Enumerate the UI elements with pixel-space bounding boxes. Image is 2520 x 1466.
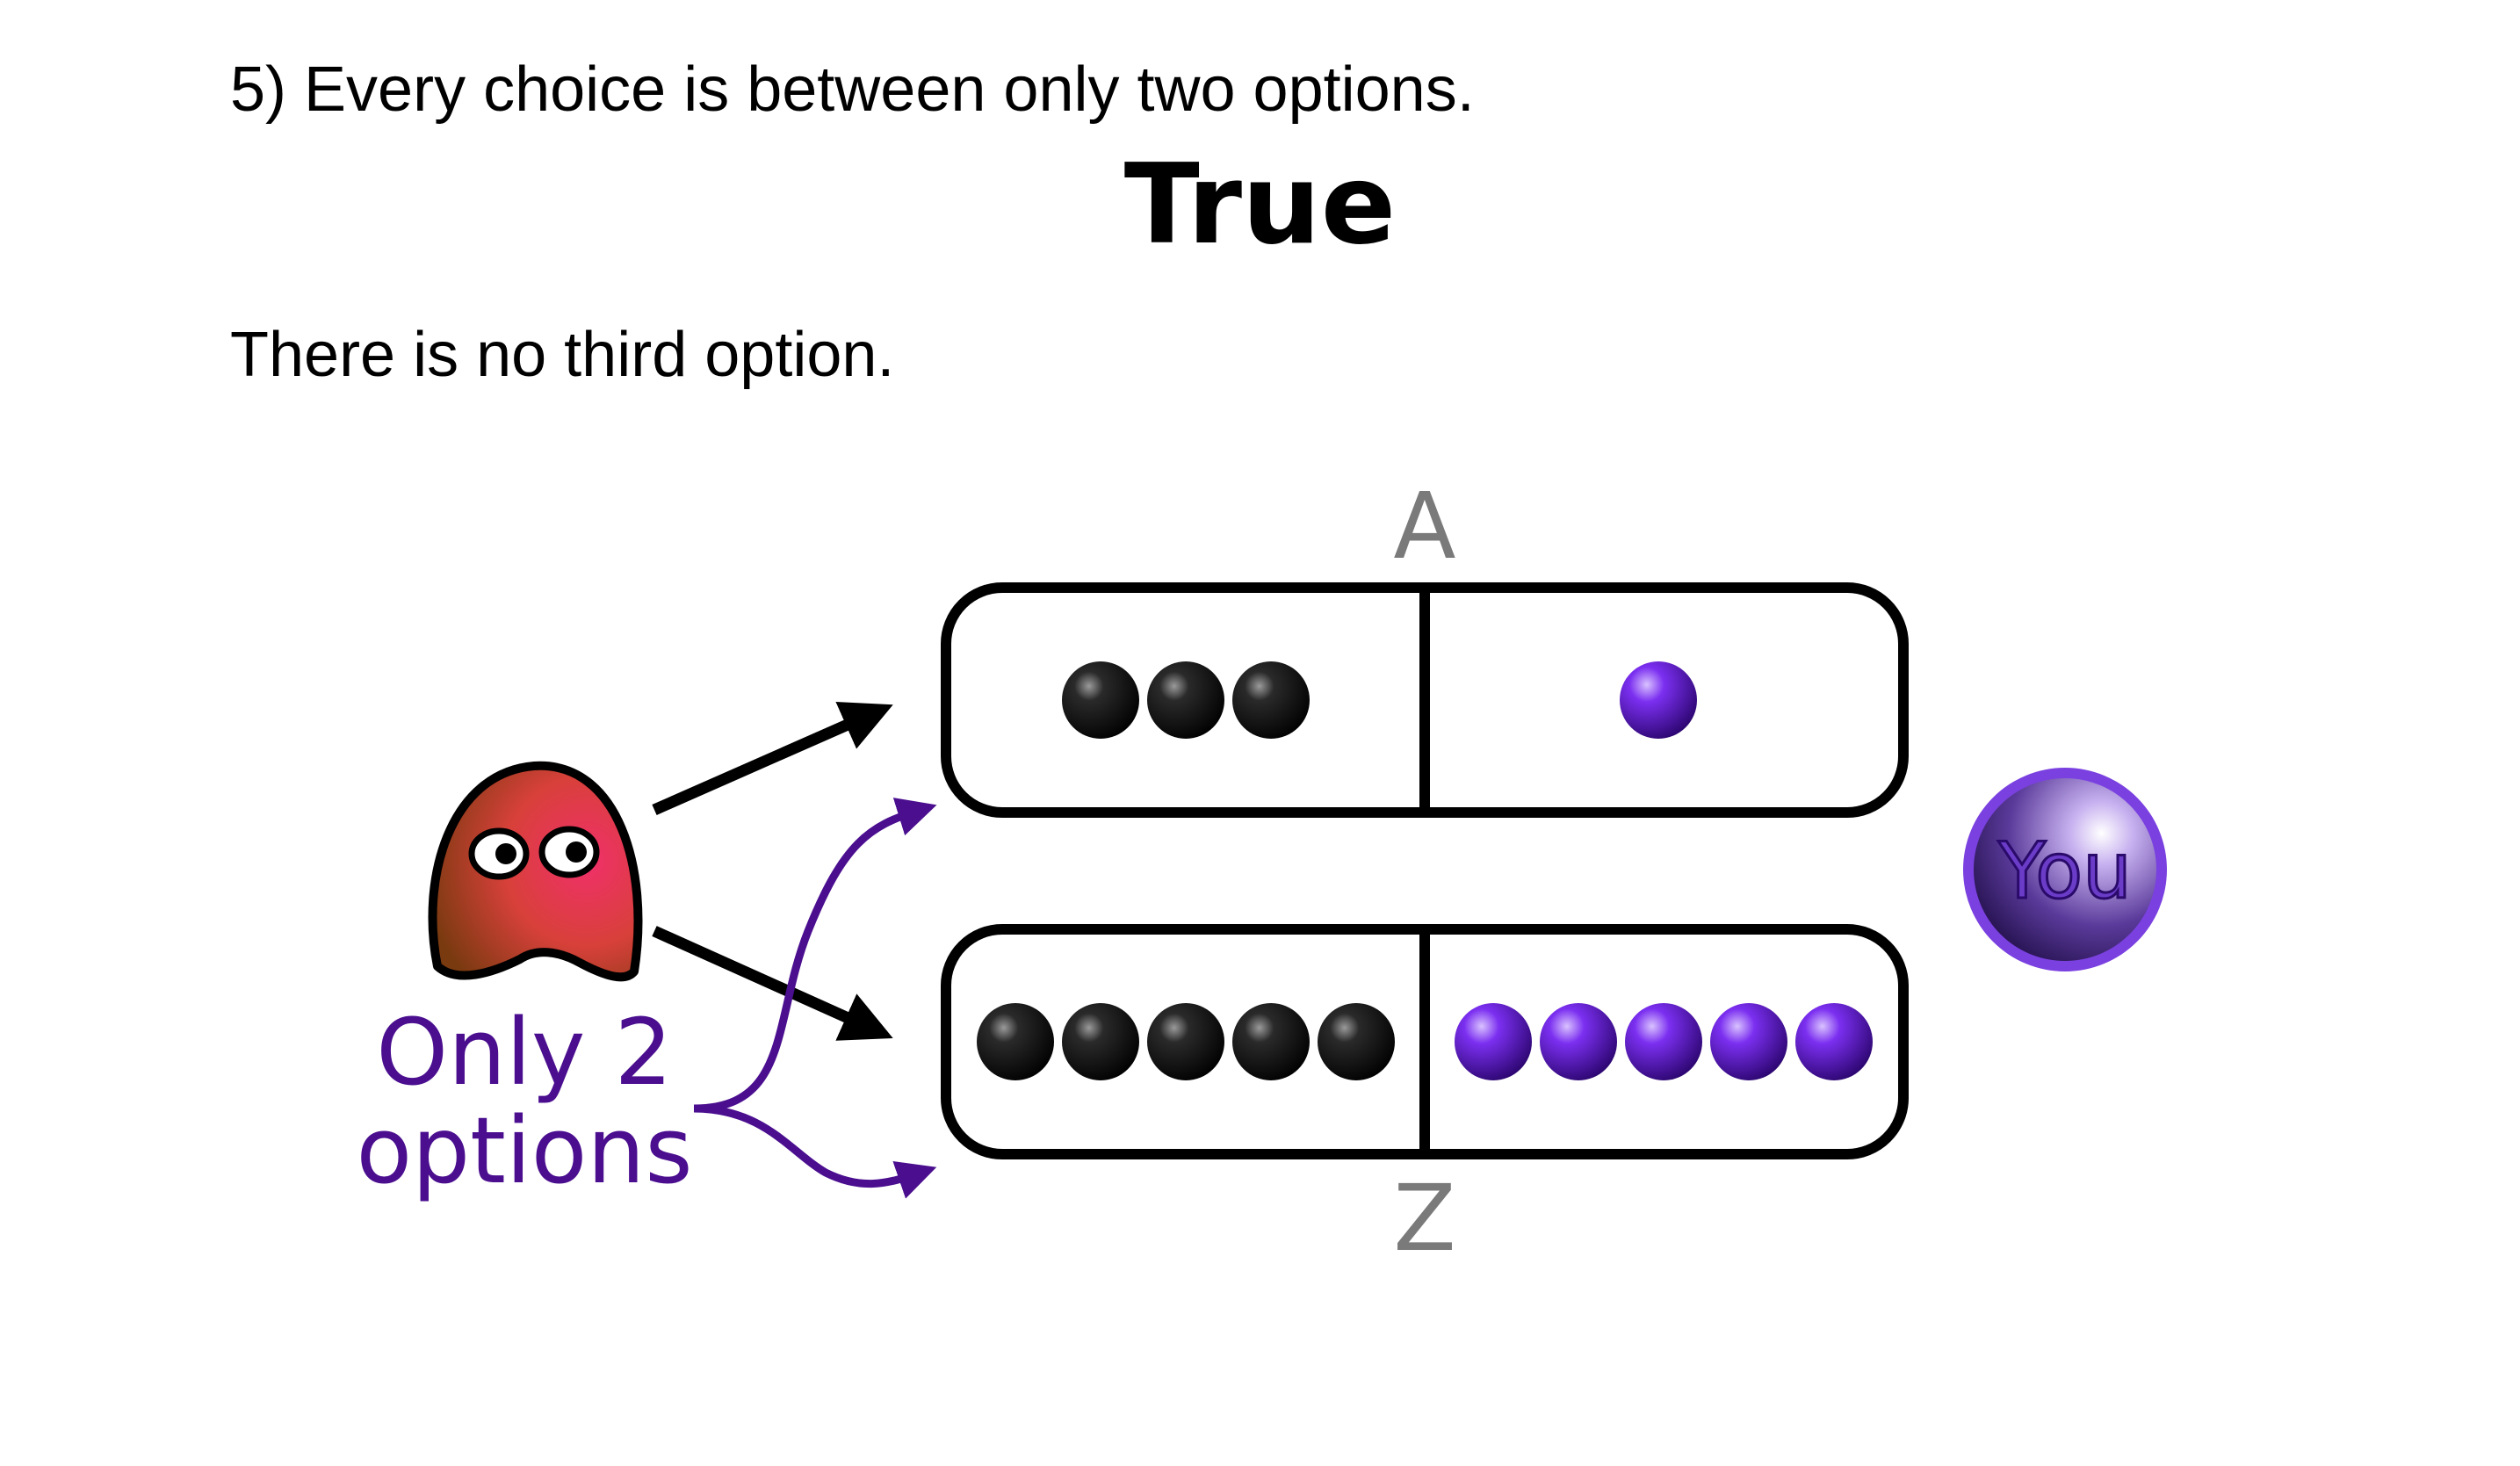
explanation-text: There is no third option. [230,320,895,390]
black-ball [1232,1003,1310,1080]
option-a-label: A [1393,473,1455,580]
option-z-black-balls [977,1003,1395,1080]
purple-ball [1620,661,1697,739]
annotation-line-1: Only 2 [376,999,672,1106]
black-ball [977,1003,1054,1080]
option-z-label: Z [1393,1165,1455,1272]
option-a-box [941,582,1909,818]
you-label: You [1997,826,2132,916]
black-ball [1062,1003,1139,1080]
arrow-to-option-a [652,702,893,815]
answer-text: True [1123,140,1397,269]
annotation-line-2: options [356,1097,692,1204]
purple-ball [1540,1003,1617,1080]
purple-ball [1455,1003,1532,1080]
option-a-black-balls [1062,661,1310,739]
you-ball-icon: You [1963,768,2167,971]
annotation-arrow-to-a [693,798,937,1113]
black-ball [1062,661,1139,739]
purple-ball [1710,1003,1787,1080]
black-ball [1147,661,1224,739]
purple-ball [1795,1003,1873,1080]
option-a-purple-balls [1620,661,1697,739]
purple-ball [1625,1003,1702,1080]
option-z-purple-balls [1455,1003,1873,1080]
black-ball [1147,1003,1224,1080]
arrow-to-option-z [652,926,893,1041]
black-ball [1318,1003,1395,1080]
creature-icon [428,761,643,982]
question-text: 5) Every choice is between only two opti… [230,54,1475,125]
option-z-box [941,924,1909,1159]
annotation-arrow-to-z [693,1104,937,1199]
black-ball [1232,661,1310,739]
